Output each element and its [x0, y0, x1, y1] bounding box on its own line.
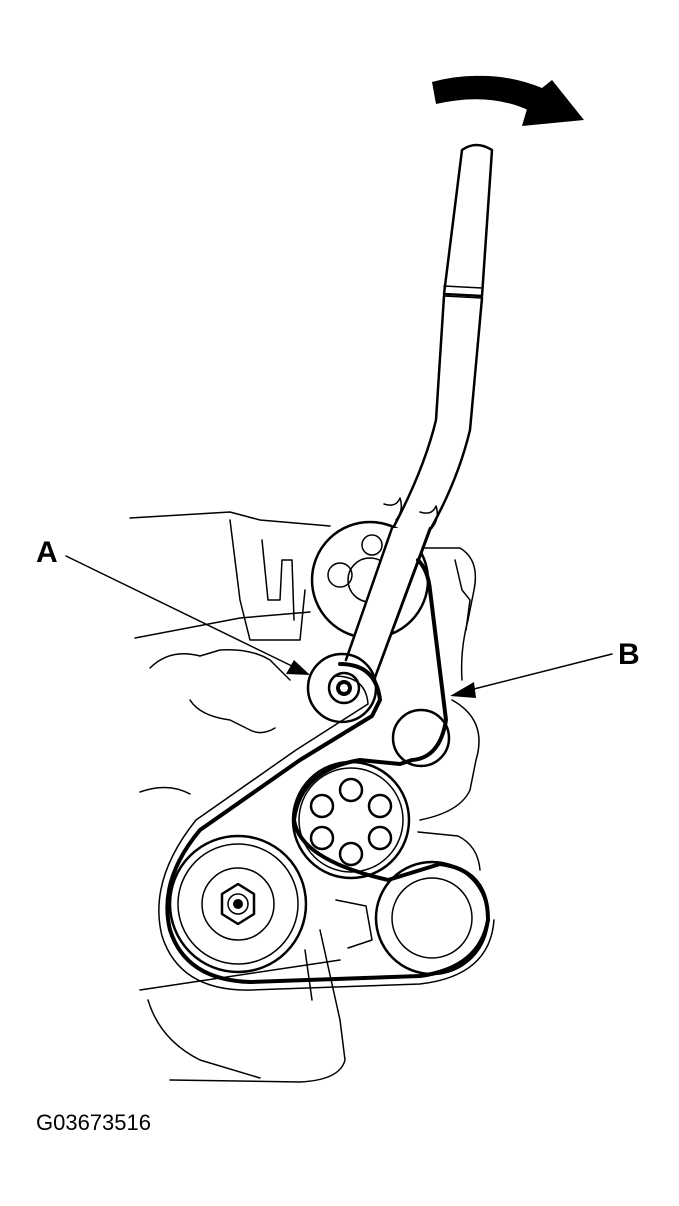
label-b: B	[618, 638, 640, 671]
crankshaft-pulley	[168, 834, 308, 974]
water-pump-pulley	[291, 760, 411, 880]
leader-line-a	[65, 555, 297, 669]
arrowhead-b	[450, 682, 476, 698]
leader-line-b	[469, 653, 613, 691]
figure-code: G03673516	[36, 1110, 151, 1135]
breaker-bar-lower	[344, 526, 432, 682]
label-a: A	[36, 536, 58, 569]
engine-outline	[129, 511, 481, 1083]
tensioner-pulley	[306, 652, 378, 724]
callout-a[interactable]: A	[36, 536, 310, 675]
breaker-bar	[344, 143, 494, 682]
arrowhead-a	[286, 660, 310, 675]
callout-b[interactable]: B	[450, 638, 640, 698]
rotation-arrow-body	[432, 75, 540, 110]
idler-pulley	[391, 708, 451, 768]
rotation-arrow	[432, 75, 584, 126]
alternator-pulley	[374, 860, 490, 976]
